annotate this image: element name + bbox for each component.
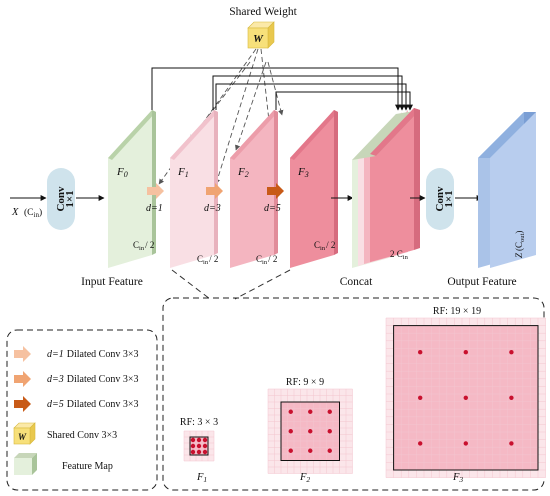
kernel-dot bbox=[202, 437, 208, 443]
f3-label: F3 bbox=[297, 166, 309, 179]
conv-out-block: Conv 1×1 bbox=[426, 168, 455, 230]
kernel-dot bbox=[418, 441, 423, 446]
zoom-line-right bbox=[234, 269, 291, 300]
f1-label: F1 bbox=[177, 166, 189, 179]
shared-weight-label: Shared Weight bbox=[229, 6, 297, 18]
concat-block bbox=[352, 108, 420, 268]
kernel-dot bbox=[288, 429, 293, 434]
kernel-dot bbox=[463, 395, 468, 400]
conv-in-line2: 1×1 bbox=[64, 190, 76, 207]
input-label: X bbox=[11, 207, 19, 218]
rf3-caption: F3 bbox=[452, 472, 463, 484]
kernel-dot bbox=[196, 449, 202, 455]
rf1-caption: F1 bbox=[196, 472, 207, 484]
rf2-label: RF: 9 × 9 bbox=[286, 377, 324, 388]
conv-in-block: Conv 1×1 bbox=[47, 168, 76, 230]
d5-arrow-icon bbox=[267, 183, 284, 199]
kernel-dot bbox=[308, 429, 313, 434]
kernel-dot bbox=[202, 449, 208, 455]
kernel-dot bbox=[202, 443, 208, 449]
legend-panel bbox=[6, 329, 158, 491]
shared-weight-glyph: W bbox=[253, 33, 264, 45]
conv-in-line1: Conv bbox=[55, 186, 67, 212]
rf1-label: RF: 3 × 3 bbox=[180, 417, 218, 428]
kernel-dot bbox=[463, 350, 468, 355]
feature-map-f1 bbox=[170, 110, 218, 268]
rf2-grid bbox=[267, 388, 353, 474]
feature-map-f2 bbox=[230, 110, 278, 268]
legend-shared-icon: W bbox=[13, 422, 36, 445]
shared-weight-cube: W bbox=[247, 21, 275, 49]
conv-out-line2: 1×1 bbox=[443, 190, 455, 207]
kernel-dot bbox=[327, 429, 332, 434]
d5-label: d=5 bbox=[264, 203, 281, 214]
kernel-dot bbox=[190, 437, 196, 443]
rf3-grid bbox=[385, 317, 546, 478]
f2-label: F2 bbox=[237, 166, 249, 179]
kernel-dot bbox=[190, 443, 196, 449]
legend-d3-icon bbox=[14, 371, 31, 387]
legend-feature-map-icon bbox=[14, 453, 37, 475]
d1-label: d=1 bbox=[146, 203, 163, 214]
kernel-dot bbox=[509, 395, 514, 400]
kernel-dot bbox=[418, 395, 423, 400]
output-feature-map bbox=[478, 112, 536, 268]
input-channel-label: (Cin) bbox=[24, 207, 42, 219]
d3-arrow-icon bbox=[206, 183, 223, 199]
f3-channel: Cin/ 2 bbox=[314, 240, 335, 252]
f1-channel: Cin/ 2 bbox=[197, 254, 218, 266]
conv-out-line1: Conv bbox=[434, 186, 446, 212]
output-feature-label: Output Feature bbox=[447, 276, 516, 288]
kernel-dot bbox=[327, 448, 332, 453]
zoom-line-left bbox=[171, 269, 211, 300]
legend-d1-icon bbox=[14, 346, 31, 362]
kernel-dot bbox=[190, 449, 196, 455]
kernel-dot bbox=[463, 441, 468, 446]
kernel-dot bbox=[196, 437, 202, 443]
rf2-caption: F2 bbox=[299, 472, 310, 484]
kernel-dot bbox=[418, 350, 423, 355]
kernel-dot bbox=[288, 409, 293, 414]
kernel-dot bbox=[308, 409, 313, 414]
rf1-grid bbox=[183, 430, 215, 462]
kernel-dot bbox=[509, 441, 514, 446]
concat-channel: 2 Cin bbox=[390, 249, 409, 261]
legend-d5-icon bbox=[14, 396, 31, 412]
skip-connections bbox=[151, 67, 413, 111]
concat-label: Concat bbox=[340, 276, 373, 288]
input-feature-label: Input Feature bbox=[81, 276, 143, 288]
kernel-dot bbox=[196, 443, 202, 449]
rf3-label: RF: 19 × 19 bbox=[433, 306, 481, 317]
f0-label: F0 bbox=[116, 166, 128, 179]
legend-item-shared: Shared Conv 3×3 bbox=[47, 430, 117, 441]
d3-label: d=3 bbox=[204, 203, 221, 214]
output-channel: Z(Cout) bbox=[514, 231, 526, 258]
kernel-dot bbox=[288, 448, 293, 453]
f2-channel: Cin/ 2 bbox=[256, 254, 277, 266]
feature-map-f3 bbox=[290, 110, 338, 268]
kernel-dot bbox=[327, 409, 332, 414]
f0-channel: Cin/ 2 bbox=[133, 240, 154, 252]
d1-arrow-icon bbox=[147, 183, 164, 199]
legend-item-feature-map: Feature Map bbox=[62, 461, 113, 472]
kernel-dot bbox=[308, 448, 313, 453]
kernel-dot bbox=[509, 350, 514, 355]
legend-shared-glyph: W bbox=[18, 432, 27, 442]
feature-map-f0 bbox=[108, 110, 156, 268]
